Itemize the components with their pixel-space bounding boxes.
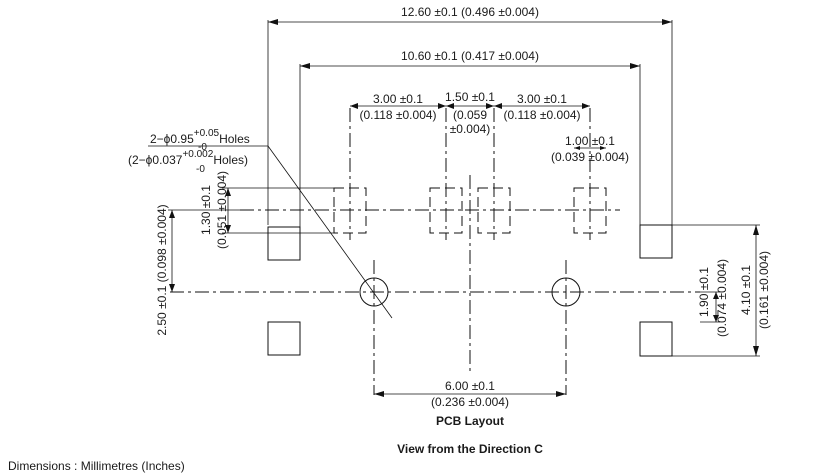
holes-mm-suffix: Holes xyxy=(219,132,250,146)
dim-slot-width xyxy=(574,146,606,150)
hole-spacing-mm: 6.00 ±0.1 xyxy=(445,379,495,393)
dim-overall-width: 12.60 ±0.1 (0.496 ±0.004) xyxy=(267,5,673,225)
units-note: Dimensions : Millimetres (Inches) xyxy=(8,459,185,473)
row-offset-label: 2.50 ±0.1 (0.098 ±0.004) xyxy=(155,204,169,335)
pad-offset-in: (0.074 ±0.004) xyxy=(715,259,729,337)
pitch-right-mm: 3.00 ±0.1 xyxy=(517,92,567,106)
dim-row-offset xyxy=(168,209,240,292)
hole-left xyxy=(359,277,389,307)
layout-title: PCB Layout xyxy=(436,414,504,428)
pad-right-bottom xyxy=(639,321,673,357)
svg-text:(2−ϕ0.037+0.002Holes): (2−ϕ0.037+0.002Holes) xyxy=(128,149,248,167)
hole-callout: 2−ϕ0.95+0.05Holes -0 (2−ϕ0.037+0.002Hole… xyxy=(128,128,393,319)
inner-width-label: 10.60 ±0.1 (0.417 ±0.004) xyxy=(401,49,539,63)
pitch-mid-in-2: ±0.004) xyxy=(450,122,491,136)
svg-text:2−ϕ0.95+0.05Holes: 2−ϕ0.95+0.05Holes xyxy=(150,128,250,146)
holes-mm-sup: +0.05 xyxy=(194,128,220,139)
dim-slot-height xyxy=(222,187,334,234)
pad-offset-mm: 1.90 ±0.1 xyxy=(697,267,711,317)
holes-mm-prefix: 2−ϕ0.95 xyxy=(150,132,194,146)
slot-width-mm: 1.00 ±0.1 xyxy=(565,134,615,148)
pad-left-top xyxy=(267,226,301,261)
pad-left-bottom xyxy=(267,321,301,356)
dim-hole-spacing xyxy=(374,391,566,397)
holes-mm-sub: -0 xyxy=(198,142,207,153)
pad-right-top xyxy=(639,224,673,259)
hole-spacing-in: (0.236 ±0.004) xyxy=(431,395,509,409)
holes-in-sub: -0 xyxy=(196,164,205,175)
dim-pitch-row xyxy=(350,103,590,109)
pitch-right-in: (0.118 ±0.004) xyxy=(503,108,580,122)
pitch-left-mm: 3.00 ±0.1 xyxy=(373,92,423,106)
holes-in-prefix: (2−ϕ0.037 xyxy=(128,153,183,167)
dim-inner-width: 10.60 ±0.1 (0.417 ±0.004) xyxy=(299,49,641,227)
pitch-left-in: (0.118 ±0.004) xyxy=(359,108,436,122)
pitch-mid-mm: 1.50 ±0.1 xyxy=(445,90,495,104)
hole-right xyxy=(551,277,581,307)
pitch-mid-in-1: (0.059 xyxy=(453,108,487,122)
pad-span-in: (0.161 ±0.004) xyxy=(757,251,771,329)
holes-in-suffix: Holes) xyxy=(213,153,248,167)
view-title: View from the Direction C xyxy=(397,442,543,456)
pad-span-mm: 4.10 ±0.1 xyxy=(739,265,753,315)
dim-pad-right xyxy=(672,224,760,357)
overall-width-label: 12.60 ±0.1 (0.496 ±0.004) xyxy=(401,5,539,19)
slot-width-in: (0.039 ±0.004) xyxy=(551,150,629,164)
holes-in-sup: +0.002 xyxy=(182,149,213,160)
